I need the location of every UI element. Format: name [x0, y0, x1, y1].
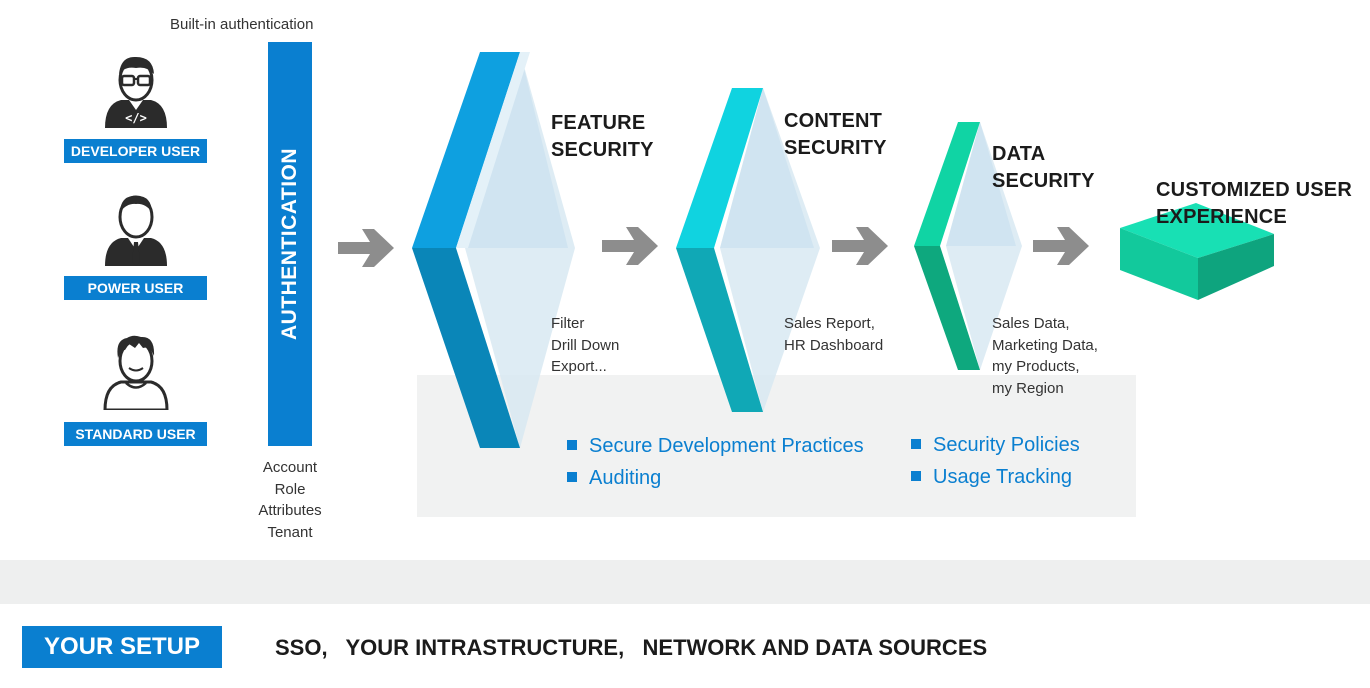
practice-item: Auditing — [567, 462, 864, 494]
feature-security-title-line1: FEATURE — [551, 112, 646, 134]
feature-security-items: Filter Drill Down Export... — [551, 313, 619, 378]
practices-right: Security Policies Usage Tracking — [911, 429, 1080, 493]
data-item: Marketing Data, — [992, 336, 1098, 354]
flow-arrow — [338, 229, 394, 267]
bullet-icon — [567, 471, 577, 482]
content-security-title-line2: SECURITY — [784, 137, 887, 159]
divider-band — [0, 560, 1370, 604]
content-security-title-line1: CONTENT — [784, 110, 883, 132]
customized-experience-title: CUSTOMIZED USER EXPERIENCE — [1156, 177, 1352, 231]
content-security-items: Sales Report, HR Dashboard — [784, 313, 883, 356]
data-security-chevron — [914, 122, 1022, 370]
practice-item: Secure Development Practices — [567, 430, 864, 462]
feature-security-title: FEATURE SECURITY — [551, 110, 654, 164]
setup-description: SSO, YOUR INTRASTRUCTURE, NETWORK AND DA… — [275, 635, 988, 660]
content-item: HR Dashboard — [784, 336, 884, 354]
practice-label: Security Policies — [933, 434, 1080, 456]
feature-item: Filter — [551, 315, 585, 332]
content-security-chevron — [676, 88, 820, 412]
auth-attribute-account: Account — [262, 459, 318, 476]
data-security-title-line1: DATA — [992, 143, 1046, 165]
flow-arrow — [602, 227, 658, 265]
auth-attributes: Account Role Attributes Tenant — [244, 457, 336, 543]
power-user-icon — [105, 195, 167, 266]
data-security-items: Sales Data, Marketing Data, my Products,… — [992, 313, 1098, 399]
customized-experience-line2: EXPERIENCE — [1156, 206, 1287, 228]
data-security-title: DATA SECURITY — [992, 141, 1095, 195]
bullet-icon — [911, 438, 921, 449]
developer-user-icon: </> — [105, 56, 167, 128]
data-security-title-line2: SECURITY — [992, 170, 1095, 192]
practices-left: Secure Development Practices Auditing — [567, 430, 864, 494]
auth-attribute-tenant: Tenant — [267, 523, 313, 541]
svg-text:</>: </> — [125, 111, 147, 125]
practice-label: Auditing — [589, 467, 662, 489]
feature-item: Drill Down — [551, 336, 620, 354]
feature-item: Export... — [551, 358, 607, 375]
practice-label: Secure Development Practices — [589, 435, 864, 457]
auth-attribute-role: Role — [274, 480, 306, 498]
bullet-icon — [911, 470, 921, 481]
standard-user-label: STANDARD USER — [64, 422, 207, 446]
feature-security-chevron — [412, 52, 575, 448]
power-user-label: POWER USER — [64, 276, 207, 300]
flow-arrow — [1033, 227, 1089, 265]
flow-arrow — [832, 227, 888, 265]
feature-security-title-line2: SECURITY — [551, 139, 654, 161]
practice-item: Security Policies — [911, 429, 1080, 461]
data-item: Sales Data, — [992, 315, 1070, 332]
builtin-auth-label: Built-in authentication — [170, 16, 314, 33]
content-item: Sales Report, — [784, 315, 875, 332]
security-flow-diagram — [338, 52, 1274, 448]
standard-user-icon — [103, 335, 169, 410]
developer-user-label: DEVELOPER USER — [64, 139, 207, 163]
customized-experience-box — [1120, 203, 1274, 300]
auth-attribute-attributes: Attributes — [258, 502, 322, 519]
authentication-bar — [268, 42, 312, 446]
content-security-title: CONTENT SECURITY — [784, 108, 887, 162]
your-setup-label: YOUR SETUP — [22, 626, 222, 668]
practice-label: Usage Tracking — [933, 466, 1072, 488]
data-item: my Region — [992, 379, 1064, 397]
customized-experience-line1: CUSTOMIZED USER — [1156, 179, 1352, 201]
data-item: my Products, — [992, 358, 1080, 375]
practices-panel — [417, 375, 1136, 517]
practice-item: Usage Tracking — [911, 461, 1080, 493]
bullet-icon — [567, 439, 577, 450]
